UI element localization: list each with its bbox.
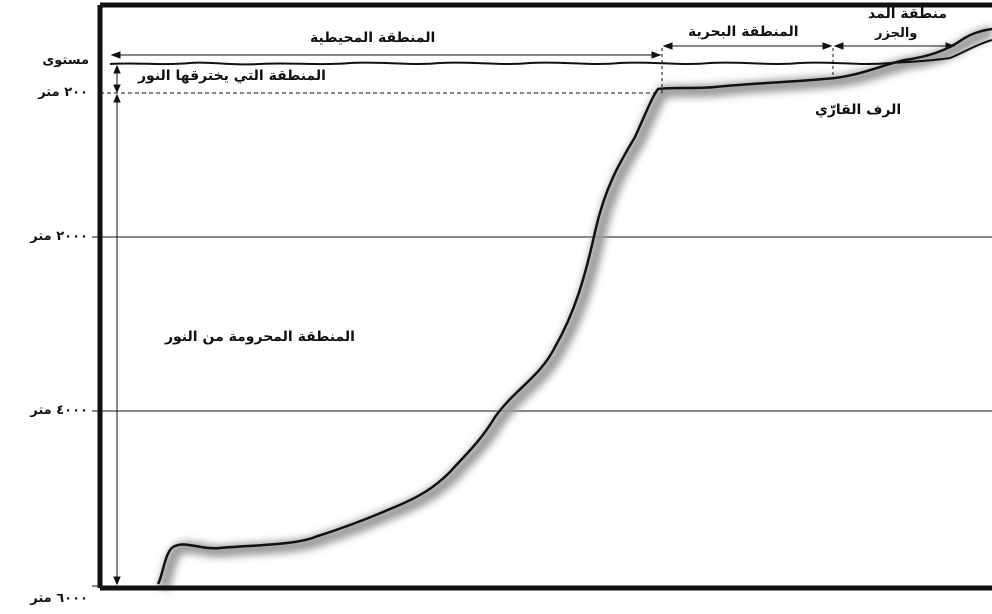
- zone-label-intertidal-2: والجزر: [875, 26, 918, 41]
- zone-arrows: [110, 42, 956, 59]
- depth-arrows: [113, 64, 121, 586]
- zone-label-aphotic: المنطقة المحرومة من النور: [165, 329, 355, 345]
- depth-label-200: ٢٠٠ متر: [38, 85, 88, 100]
- zone-label-neritic: المنطقة البحرية: [688, 24, 799, 40]
- zone-label-continental-shelf: الرف القارّي: [815, 102, 902, 118]
- depth-ticks: [92, 236, 100, 587]
- depth-label-6000: ٦٠٠٠ متر: [30, 591, 88, 606]
- depth-label-surface: مستوى: [42, 53, 89, 68]
- seabed-profile: [156, 27, 992, 585]
- sea-surface: [109, 39, 992, 66]
- zone-label-intertidal-1: منطقة المد: [868, 6, 947, 22]
- zone-label-photic: المنطقة التي يخترقها النور: [138, 68, 326, 84]
- zone-label-oceanic: المنطقة المحيطية: [310, 30, 436, 46]
- depth-label-2000: ٢٠٠٠ متر: [30, 229, 88, 244]
- seabed-shadow: [157, 26, 992, 591]
- depth-label-4000: ٤٠٠٠ متر: [30, 403, 88, 418]
